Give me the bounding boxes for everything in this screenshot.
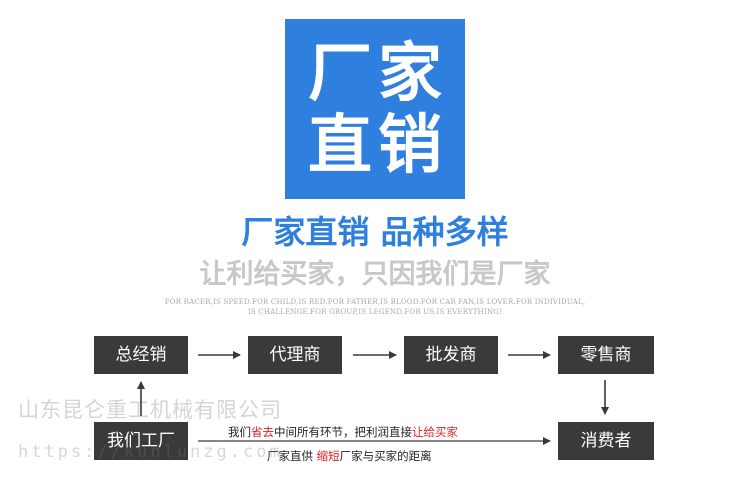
- note-highlight: 省去: [251, 425, 274, 439]
- note-text: 厂家直供: [267, 449, 317, 463]
- english-slogan-line-1: FOR RACER,IS SPEED.FOR CHILD,IS RED.FOR …: [164, 298, 586, 306]
- watermark-company: 山东昆仑重工机械有限公司: [18, 398, 282, 422]
- node-consumer: 消费者: [558, 422, 654, 460]
- note-highlight: 让给买家: [412, 425, 458, 439]
- logo-char: 销: [378, 109, 442, 183]
- note-text: 我们: [228, 425, 251, 439]
- note-text: 中间所有环节，把利润直接: [274, 425, 412, 439]
- distance-note: 厂家直供 缩短厂家与买家的距离: [267, 449, 432, 463]
- node-our-factory: 我们工厂: [94, 422, 188, 460]
- node-general-distributor: 总经销: [94, 336, 188, 374]
- subheadline: 让利给买家，只因我们是厂家: [199, 259, 551, 290]
- note-highlight: 缩短: [316, 449, 340, 463]
- direct-supply-note: 我们省去中间所有环节，把利润直接让给买家: [228, 425, 458, 439]
- logo-char: 家: [378, 37, 442, 111]
- english-slogan-line-2: IS CHALLENGE.FOR GROUP,IS LEGEND.FOR US,…: [247, 308, 503, 316]
- watermark-url: https://kunlunzg.com: [18, 442, 283, 462]
- node-agent: 代理商: [248, 336, 342, 374]
- logo-char: 直: [308, 109, 372, 183]
- node-wholesaler: 批发商: [404, 336, 498, 374]
- logo-block: 厂 家 直 销: [285, 19, 465, 199]
- logo-char: 厂: [308, 37, 372, 111]
- note-text: 厂家与买家的距离: [339, 449, 432, 463]
- headline: 厂家直销 品种多样: [241, 213, 509, 251]
- node-retailer: 零售商: [558, 336, 654, 374]
